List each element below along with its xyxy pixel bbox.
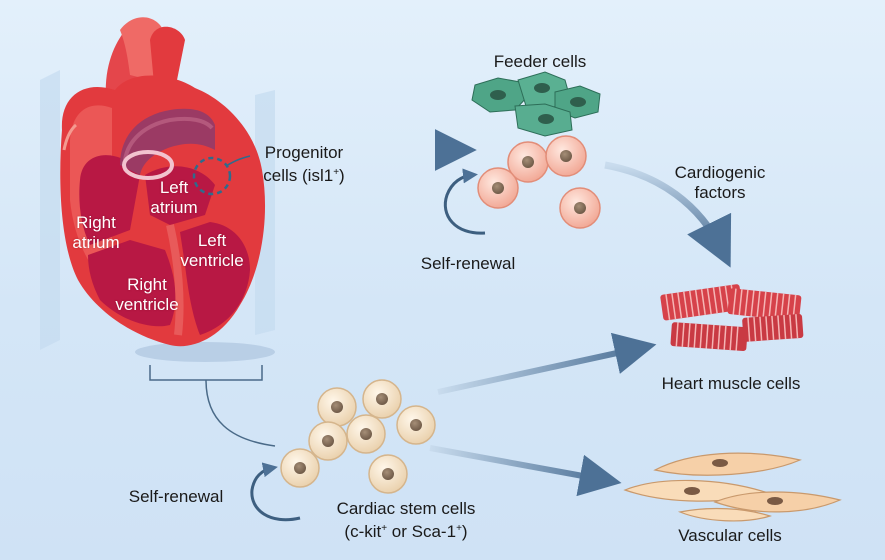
label-cardiogenic-line1: Cardiogenic [674,163,766,182]
progenitor-cells-cluster [477,135,601,229]
label-cardiac-stem-line1: Cardiac stem cells [336,499,476,518]
label-right-atrium-line2: atrium [72,233,120,252]
label-right-ventricle-line2: ventricle [115,295,179,314]
vascular-cells [623,452,842,522]
arrow-cardiogenic [604,161,732,268]
label-progenitor-line2: cells (isl1+) [252,163,356,186]
label-left-atrium-line2: atrium [150,198,198,217]
label-cardiogenic-line2: factors [694,183,746,202]
arrow-stem-to-vascular [429,445,622,497]
body-outline [40,70,275,362]
label-cardiac-stem-close: ) [461,522,468,541]
label-right-ventricle-line1: Right [127,275,167,294]
label-right-atrium-line1: Right [76,213,116,232]
label-cardiac-stem-cells: Cardiac stem cells (c-kit+ or Sca-1+) [318,499,494,542]
label-left-ventricle-line1: Left [197,231,227,250]
label-vascular-cells: Vascular cells [678,526,782,545]
heart-bracket [149,365,276,447]
self-renewal-loop-top [443,168,486,235]
label-heart-muscle-cells: Heart muscle cells [661,374,801,393]
label-progenitor-line2-text: cells (isl1 [263,166,334,185]
label-self-renewal-top: Self-renewal [420,254,516,273]
heart-illustration [60,17,266,347]
feeder-cells-cluster [471,71,601,137]
label-self-renewal-bottom: Self-renewal [128,487,224,506]
label-left-ventricle: Left ventricle [176,231,248,271]
cardiac-stem-cells-cluster [280,379,436,494]
arrow-stem-to-muscle [437,332,657,395]
label-cardiac-stem-sup1: + [381,523,388,534]
self-renewal-loop-bottom [250,462,301,522]
label-right-ventricle: Right ventricle [108,275,186,315]
label-progenitor-cells: Progenitor cells (isl1+) [252,143,356,186]
label-left-atrium: Left atrium [150,178,198,218]
label-cardiac-stem-ckit: (c-kit [344,522,382,541]
label-cardiogenic-factors: Cardiogenic factors [665,163,775,203]
label-progenitor-sup: + [333,167,340,178]
label-cardiac-stem-sup2: + [456,523,462,534]
label-progenitor-end: ) [339,166,345,185]
label-feeder-cells: Feeder cells [493,52,587,71]
label-cardiac-stem-line2: (c-kit+ or Sca-1+) [318,519,494,542]
label-left-atrium-line1: Left [159,178,189,197]
label-right-atrium: Right atrium [66,213,126,253]
heart-muscle-cells [660,284,804,352]
label-left-ventricle-line2: ventricle [180,251,244,270]
label-cardiac-stem-sca: or Sca-1 [387,522,457,541]
label-progenitor-line1: Progenitor [264,143,344,162]
